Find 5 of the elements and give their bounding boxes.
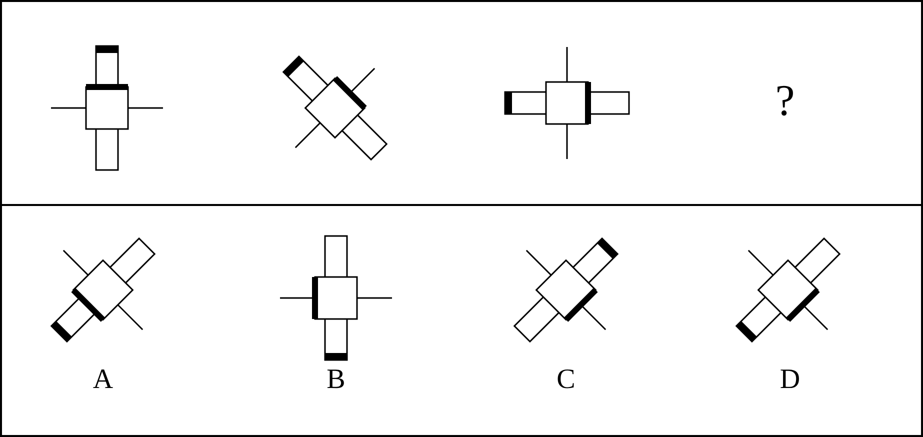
option-letter: B <box>326 365 346 395</box>
option-letter: C <box>556 365 576 395</box>
question-mark: ? <box>775 78 795 124</box>
option-letter: A <box>92 365 114 395</box>
option-letter: D <box>780 365 800 395</box>
